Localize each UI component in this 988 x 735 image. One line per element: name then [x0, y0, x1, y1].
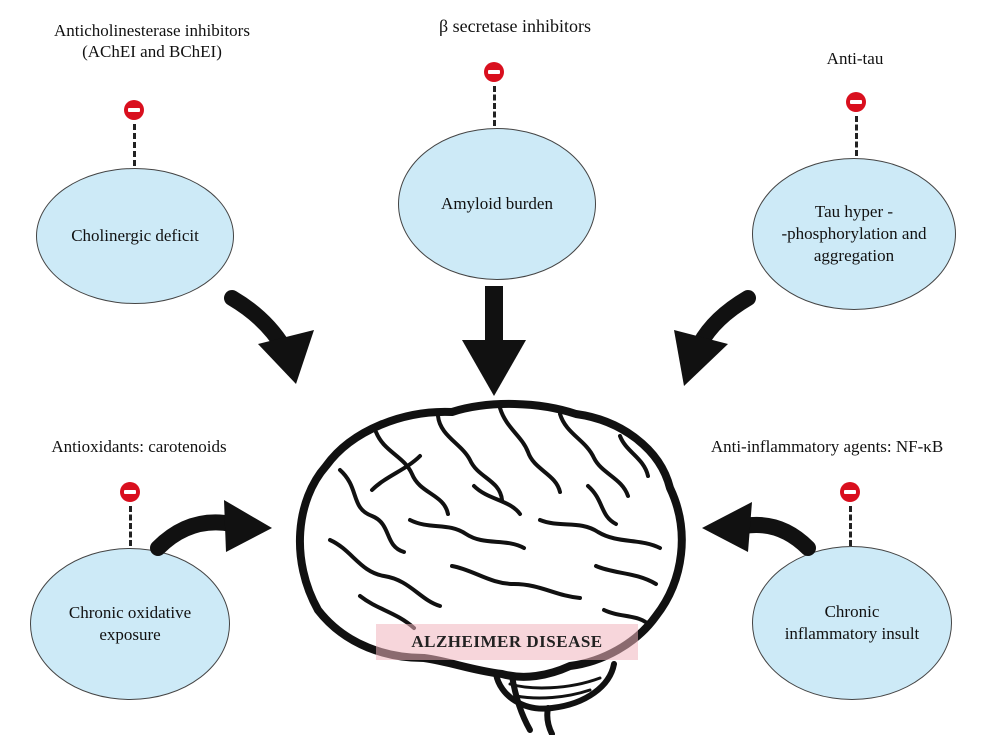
oxidative-label-line1: Chronic oxidative [68, 603, 192, 622]
dashed-connector-oxidative [129, 506, 132, 546]
arrow-amyloid [462, 286, 526, 396]
inflammatory-label-line1: Chronic [824, 602, 880, 621]
anticholinesterase-line2: (AChEI and BChEI) [82, 42, 222, 61]
arrow-inflammatory [702, 502, 816, 556]
dashed-connector-cholinergic [133, 124, 136, 166]
tau-label: Tau hyper - -phosphorylation and aggrega… [782, 201, 927, 267]
dashed-connector-amyloid [493, 86, 496, 126]
disease-label-box: ALZHEIMER DISEASE [376, 624, 638, 660]
anticholinesterase-line1: Anticholinesterase inhibitors [54, 21, 250, 40]
amyloid-burden-node: Amyloid burden [398, 128, 596, 280]
inhibit-icon-cholinergic [124, 100, 144, 120]
disease-label: ALZHEIMER DISEASE [411, 632, 603, 651]
arrow-oxidative [150, 500, 272, 556]
oxidative-label: Chronic oxidative exposure [69, 602, 191, 646]
arrow-cholinergic [224, 290, 314, 384]
arrow-tau [674, 290, 756, 386]
oxidative-label-line2: exposure [99, 625, 161, 644]
dashed-connector-tau [855, 116, 858, 156]
inflammatory-label-line2: inflammatory insult [784, 624, 920, 643]
tau-label-line1: Tau hyper - [814, 202, 894, 221]
tau-node: Tau hyper - -phosphorylation and aggrega… [752, 158, 956, 310]
anti-tau-label: Anti-tau [826, 49, 884, 68]
inhibit-icon-tau [846, 92, 866, 112]
inhibit-icon-oxidative [120, 482, 140, 502]
inhibit-icon-amyloid [484, 62, 504, 82]
oxidative-exposure-node: Chronic oxidative exposure [30, 548, 230, 700]
inflammatory-label: Chronic inflammatory insult [785, 601, 920, 645]
beta-secretase-label: β secretase inhibitors [438, 16, 592, 36]
anticholinesterase-label: Anticholinesterase inhibitors (AChEI and… [4, 20, 300, 62]
tau-label-line3: aggregation [813, 246, 895, 265]
cholinergic-deficit-node: Cholinergic deficit [36, 168, 234, 304]
antioxidants-label: Antioxidants: carotenoids [51, 437, 227, 456]
brain-illustration [295, 400, 686, 735]
cholinergic-deficit-label: Cholinergic deficit [71, 226, 199, 245]
inflammatory-insult-node: Chronic inflammatory insult [752, 546, 952, 700]
dashed-connector-inflammatory [849, 506, 852, 546]
amyloid-burden-label: Amyloid burden [441, 194, 553, 213]
tau-label-line2: -phosphorylation and [781, 224, 927, 243]
inhibit-icon-inflammatory [840, 482, 860, 502]
anti-inflammatory-label: Anti-inflammatory agents: NF-κB [710, 437, 944, 456]
